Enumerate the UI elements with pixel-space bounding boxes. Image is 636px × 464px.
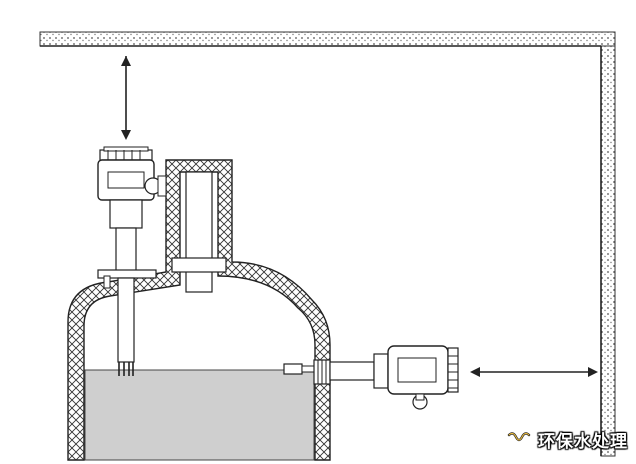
flanged-nozzle-flange: [171, 257, 227, 273]
watermark: 环保水处理: [506, 427, 628, 452]
ceiling: [39, 31, 616, 47]
wechat-channel-icon: [507, 431, 531, 441]
side-wall: [600, 45, 616, 457]
flanged-nozzle-pipe: [185, 171, 213, 293]
tank: [67, 159, 331, 461]
horizontal-clearance-arrow: [470, 367, 598, 377]
watermark-text: 环保水处理: [538, 432, 628, 452]
top-level-switch: [97, 146, 167, 376]
vertical-clearance-arrow: [121, 56, 131, 140]
room-wall: [39, 31, 616, 457]
side-level-switch: [283, 345, 459, 410]
liquid: [84, 369, 315, 461]
